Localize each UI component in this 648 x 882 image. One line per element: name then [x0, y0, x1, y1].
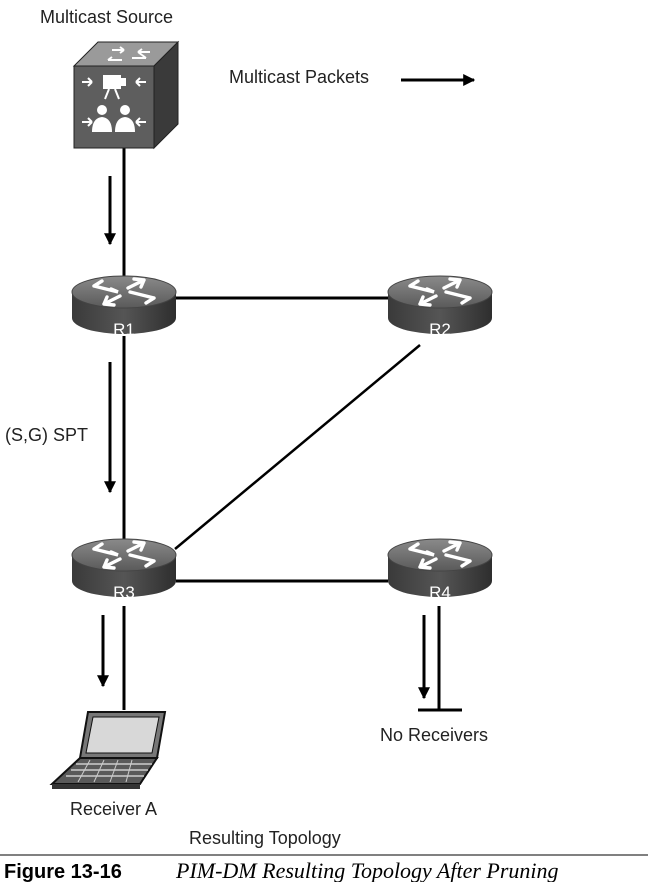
router-r1-label: R1: [113, 320, 135, 339]
topology-label: Resulting Topology: [189, 828, 341, 848]
legend-label: Multicast Packets: [229, 67, 369, 87]
source-label: Multicast Source: [40, 7, 173, 27]
receiver-label: Receiver A: [70, 799, 157, 819]
link-r2-r3: [174, 344, 421, 550]
router-r3-label: R3: [113, 583, 135, 602]
spt-label: (S,G) SPT: [5, 425, 88, 445]
router-r4-label: R4: [429, 583, 451, 602]
router-r2-label: R2: [429, 320, 451, 339]
no-receivers-label: No Receivers: [380, 725, 488, 745]
figure-number: Figure 13-16: [4, 861, 122, 882]
laptop-icon: [49, 711, 167, 789]
figure-title: PIM-DM Resulting Topology After Pruning: [175, 858, 559, 882]
multicast-source-server-icon: [72, 40, 180, 150]
